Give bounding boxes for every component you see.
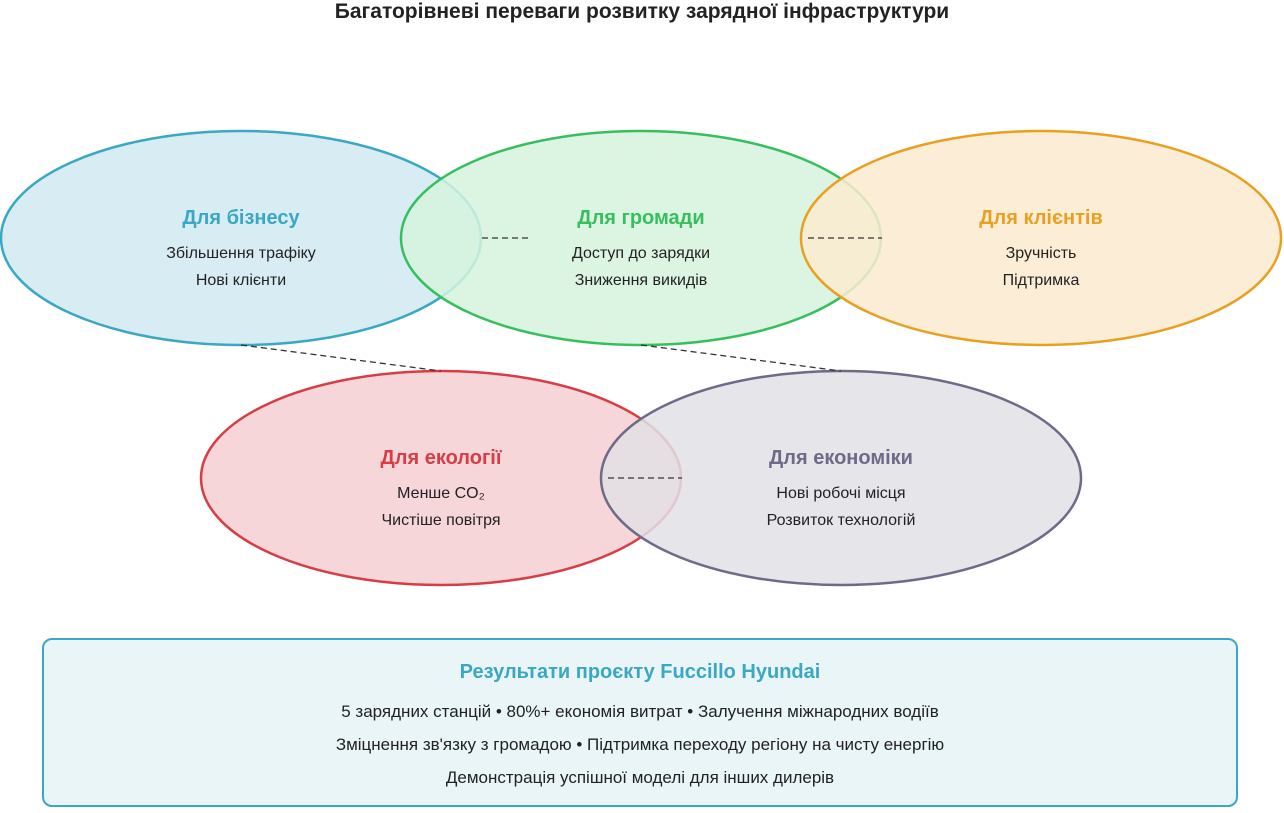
- business-line-2: Нові клієнти: [196, 272, 286, 289]
- results-box: Результати проєкту Fuccillo Hyundai 5 за…: [42, 638, 1238, 807]
- page-title: Багаторівневі переваги розвитку зарядної…: [334, 0, 950, 23]
- community-title: Для громади: [577, 207, 704, 229]
- connector-business-ecology: [240, 344, 442, 372]
- results-line-1: 5 зарядних станцій • 80%+ економія витра…: [341, 702, 939, 721]
- clients-title: Для клієнтів: [979, 207, 1102, 229]
- clients-ellipse: [799, 129, 1283, 347]
- business-line-1: Збільшення трафіку: [166, 245, 316, 262]
- community-line-1: Доступ до зарядки: [572, 245, 710, 262]
- economy-line-2: Розвиток технологій: [767, 512, 916, 529]
- business-title: Для бізнесу: [182, 207, 300, 229]
- connector-community-economy: [640, 344, 842, 372]
- results-line-3: Демонстрація успішної моделі для інших д…: [445, 768, 835, 787]
- clients-line-2: Підтримка: [1003, 272, 1080, 289]
- economy-line-1: Нові робочі місця: [776, 485, 905, 502]
- ecology-line-1: Менше CO₂: [397, 485, 485, 502]
- economy-title: Для економіки: [769, 447, 913, 469]
- community-line-2: Зниження викидів: [575, 272, 708, 289]
- ecology-line-2: Чистіше повітря: [382, 512, 501, 529]
- benefits-diagram: Для бізнесу Збільшення трафіку Нові кліє…: [0, 129, 1283, 587]
- results-title: Результати проєкту Fuccillo Hyundai: [459, 661, 821, 683]
- results-line-2: Зміцнення зв'язку з громадою • Підтримка…: [335, 735, 945, 754]
- ecology-title: Для екології: [381, 447, 502, 469]
- clients-line-1: Зручність: [1006, 245, 1077, 262]
